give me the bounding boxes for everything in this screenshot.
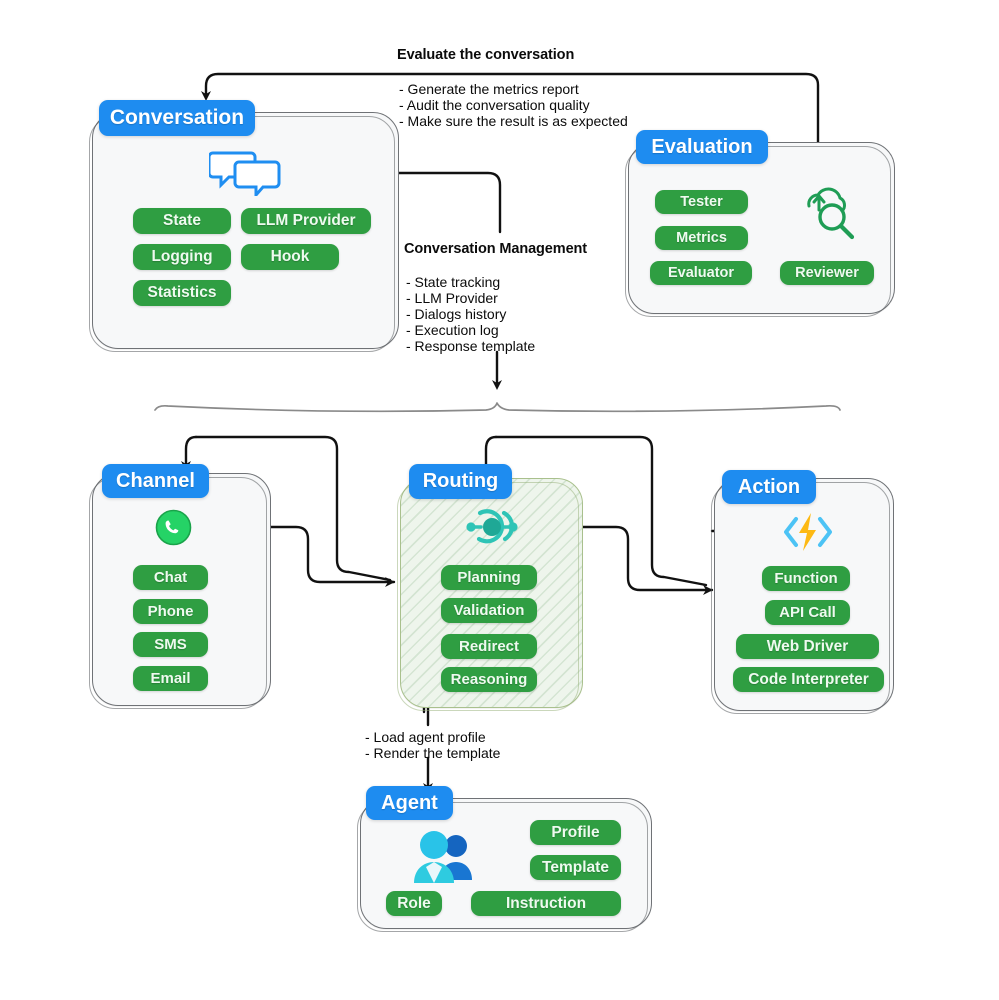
chip-label: Phone	[147, 603, 194, 620]
chip-label: Profile	[551, 823, 600, 841]
agent-header[interactable]: Agent	[366, 786, 453, 820]
agent-title: Agent	[381, 791, 438, 814]
chip-sms[interactable]: SMS	[133, 632, 208, 657]
chip-llm-provider[interactable]: LLM Provider	[241, 208, 371, 234]
chip-label: Evaluator	[667, 265, 735, 281]
chip-label: Metrics	[676, 230, 727, 246]
chip-evaluator[interactable]: Evaluator	[650, 261, 752, 285]
chip-label: Email	[150, 670, 191, 687]
chip-planning[interactable]: Planning	[441, 565, 537, 590]
chip-email[interactable]: Email	[133, 666, 208, 691]
channel-title: Channel	[116, 469, 195, 492]
chip-state[interactable]: State	[133, 208, 231, 234]
chip-label: Function	[774, 570, 838, 587]
chip-role[interactable]: Role	[386, 891, 442, 916]
chip-label: Template	[542, 858, 609, 876]
brace-fanout	[154, 402, 841, 413]
chip-profile[interactable]: Profile	[530, 820, 621, 845]
chip-code-interpreter[interactable]: Code Interpreter	[733, 667, 884, 692]
action-title: Action	[737, 475, 801, 498]
annotation-management-title: Conversation Management	[404, 241, 588, 257]
chip-hook[interactable]: Hook	[241, 244, 339, 270]
chip-logging[interactable]: Logging	[133, 244, 231, 270]
annotation-management-item-0: - State tracking	[406, 274, 501, 290]
annotation-management-item-4: - Response template	[406, 338, 536, 354]
channel-header[interactable]: Channel	[102, 464, 209, 498]
annotation-management-item-1: - LLM Provider	[406, 290, 498, 306]
chip-label: Tester	[680, 194, 723, 210]
chip-template[interactable]: Template	[530, 855, 621, 880]
wire-brace-to-channel	[181, 435, 198, 471]
chip-api-call[interactable]: API Call	[765, 600, 850, 625]
chip-label: Reviewer	[795, 265, 859, 281]
annotation-management-item-2: - Dialogs history	[406, 306, 507, 322]
chip-label: Chat	[153, 569, 188, 586]
whatsapp-icon	[155, 509, 192, 546]
action-header[interactable]: Action	[722, 470, 816, 504]
chip-redirect[interactable]: Redirect	[441, 634, 537, 659]
annotation-evaluate-item-2: - Make sure the result is as expected	[399, 113, 628, 129]
evaluation-title: Evaluation	[651, 135, 753, 158]
chip-label: Logging	[151, 248, 213, 265]
cloud-magnifier-icon	[807, 187, 855, 240]
chip-label: Web Driver	[766, 637, 849, 655]
users-icon	[414, 831, 472, 883]
lightning-code-icon	[784, 513, 832, 551]
chip-label: Planning	[457, 569, 521, 586]
chip-label: Statistics	[147, 284, 217, 301]
chip-instruction[interactable]: Instruction	[471, 891, 621, 916]
annotation-agent-item-0: - Load agent profile	[365, 729, 486, 745]
chip-phone[interactable]: Phone	[133, 599, 208, 624]
conversation-title: Conversation	[109, 106, 245, 129]
routing-title: Routing	[422, 470, 499, 492]
chip-statistics[interactable]: Statistics	[133, 280, 231, 306]
chip-reviewer[interactable]: Reviewer	[780, 261, 874, 285]
chip-validation[interactable]: Validation	[441, 598, 537, 623]
chip-label: Instruction	[505, 894, 587, 912]
chip-function[interactable]: Function	[762, 566, 850, 591]
chip-label: Reasoning	[450, 671, 528, 688]
evaluation-header[interactable]: Evaluation	[636, 130, 768, 164]
chip-label: Role	[397, 894, 431, 912]
chip-label: SMS	[154, 636, 187, 653]
conversation-header[interactable]: Conversation	[99, 100, 255, 136]
routing-node-icon	[466, 509, 518, 544]
speech-bubbles-icon	[209, 151, 281, 196]
chip-web-driver[interactable]: Web Driver	[736, 634, 879, 659]
annotation-evaluate-item-1: - Audit the conversation quality	[399, 97, 590, 113]
annotation-management-item-3: - Execution log	[406, 322, 499, 338]
chip-metrics[interactable]: Metrics	[655, 226, 748, 250]
chip-label: LLM Provider	[256, 212, 356, 229]
chip-label: Redirect	[458, 638, 520, 655]
chip-reasoning[interactable]: Reasoning	[441, 667, 537, 692]
chip-label: State	[163, 212, 201, 229]
annotation-evaluate-title: Evaluate the conversation	[397, 47, 575, 63]
annotation-agent-item-1: - Render the template	[365, 745, 501, 761]
chip-label: API Call	[779, 604, 836, 621]
chip-chat[interactable]: Chat	[133, 565, 208, 590]
chip-label: Validation	[453, 602, 525, 619]
routing-header[interactable]: Routing	[409, 464, 512, 499]
chip-tester[interactable]: Tester	[655, 190, 748, 214]
annotation-evaluate-item-0: - Generate the metrics report	[399, 81, 579, 97]
chip-label: Hook	[270, 248, 310, 265]
chip-label: Code Interpreter	[748, 670, 869, 688]
